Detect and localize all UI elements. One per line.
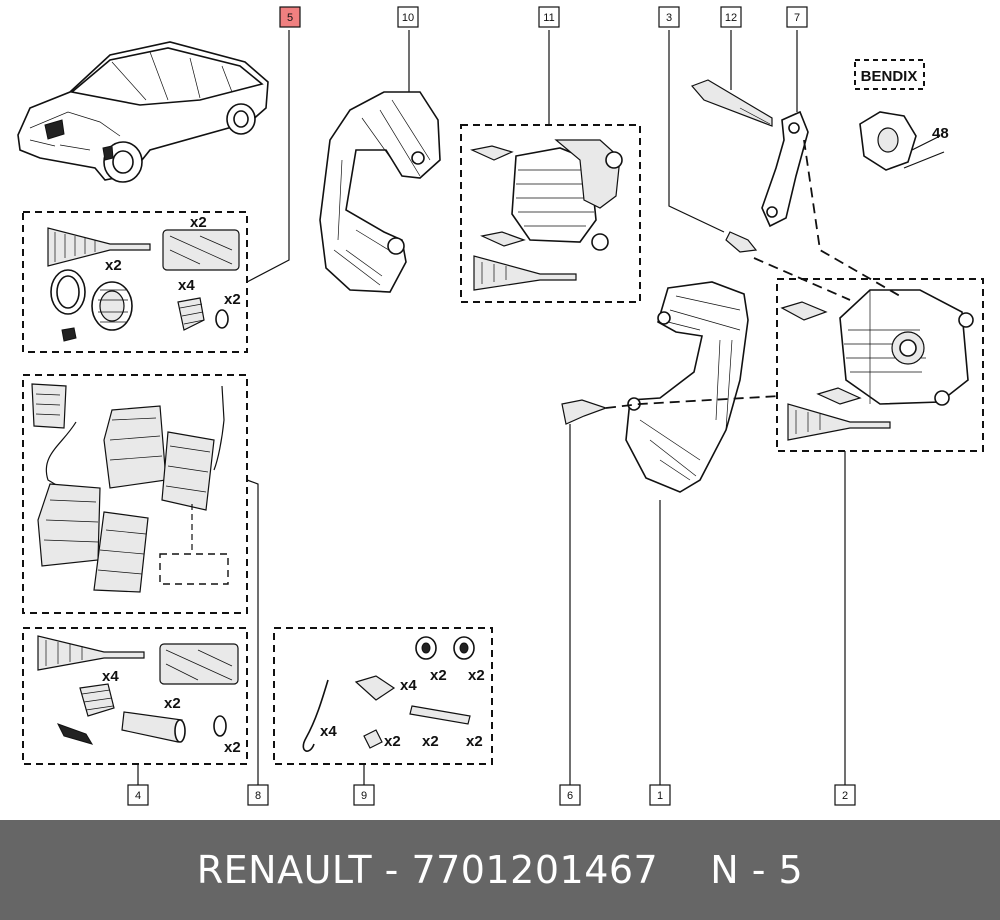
callout-7: 7	[786, 6, 808, 28]
kit-8-parts	[31, 383, 229, 593]
kit-2-parts	[780, 289, 974, 441]
qty-bolt: x4	[400, 677, 417, 694]
wear-sensor-wire-icon	[45, 421, 77, 487]
qty-nut: x2	[384, 733, 401, 750]
qty-boot: x4	[178, 277, 195, 294]
qty-grease-sachet: x2	[190, 214, 207, 231]
carrier-bracket-illustration	[625, 281, 749, 493]
callout-12: 12	[720, 6, 742, 28]
qty-spring: x4	[320, 723, 337, 740]
kit-2-box	[776, 278, 984, 452]
qty-seal: x2	[105, 257, 122, 274]
car-illustration	[17, 41, 269, 183]
placeholder-box	[159, 553, 229, 585]
qty-ring-2: x2	[224, 739, 241, 756]
caliper-bolt-icon-4	[816, 387, 862, 405]
grease-tube-icon-2	[37, 635, 145, 671]
assembly-lines	[605, 139, 901, 409]
kit-11-box	[460, 124, 641, 303]
kit-9-box	[273, 627, 493, 765]
parts-diagram: x2 x2 x4 x2 x	[17, 6, 984, 806]
o-ring-icon	[215, 309, 229, 329]
caliper-bolt-icon-3	[780, 301, 828, 321]
callout-11: 11	[538, 6, 560, 28]
svg-text:4: 4	[135, 790, 141, 802]
instruction-sheet-icon	[31, 383, 67, 429]
leader-lines	[137, 30, 846, 785]
svg-text:6: 6	[567, 790, 573, 802]
part-number: 7701201467	[411, 848, 659, 892]
svg-text:1: 1	[657, 790, 663, 802]
svg-text:7: 7	[794, 12, 800, 24]
o-ring-icon-2	[213, 715, 227, 737]
qty-boot-2: x4	[102, 668, 119, 685]
qty-pin: x2	[466, 733, 483, 750]
kit-8-box	[22, 374, 248, 614]
grease-sachet-icon-2	[159, 643, 239, 685]
kit-4-box	[22, 627, 248, 765]
bracket-bolt-icon	[561, 399, 608, 425]
brand-name: RENAULT	[196, 848, 373, 892]
grease-tube-icon	[47, 227, 151, 267]
svg-text:3: 3	[666, 12, 672, 24]
bleed-cap-icon	[61, 327, 77, 342]
callout-4: 4	[127, 784, 149, 806]
bendix-label: BENDIX	[861, 68, 918, 85]
qty-ring: x2	[224, 291, 241, 308]
caliper-bracket-illustration	[319, 91, 441, 293]
brake-pad-icon-2	[37, 483, 101, 567]
svg-text:5: 5	[287, 12, 293, 24]
svg-text:9: 9	[361, 790, 367, 802]
guide-bolt-icon	[354, 675, 396, 701]
callout-1: 1	[649, 784, 671, 806]
bleed-screw-icon	[725, 231, 758, 253]
brake-pad-with-sensor-icon	[161, 431, 215, 511]
caliper-body-icon	[511, 147, 597, 243]
retaining-clip-icon	[409, 705, 471, 725]
brake-pad-icon	[103, 405, 167, 489]
svg-text:12: 12	[725, 12, 737, 24]
nut-icon	[363, 729, 383, 749]
callout-2: 2	[834, 784, 856, 806]
part-info-footer: RENAULT - 7701201467 N - 5	[0, 820, 1000, 920]
grease-tube-icon-3	[473, 255, 577, 291]
grease-tube-icon-4	[787, 403, 891, 441]
svg-text:2: 2	[842, 790, 848, 802]
callout-3: 3	[658, 6, 680, 28]
kit-11-parts	[470, 139, 623, 291]
dimension-label: 48	[932, 125, 949, 142]
long-bolt-icon	[690, 79, 773, 127]
guide-sleeve-icon	[121, 711, 183, 743]
qty-washer-b: x2	[468, 667, 485, 684]
svg-text:10: 10	[402, 12, 414, 24]
callout-9: 9	[353, 784, 375, 806]
callout-6: 6	[559, 784, 581, 806]
bendix-label-box	[854, 59, 925, 90]
qty-washer-a: x2	[430, 667, 447, 684]
svg-text:11: 11	[543, 12, 554, 24]
position-code: N - 5	[710, 848, 804, 892]
kit-9-parts: x4 x4 x2 x2 x2 x2 x2	[302, 636, 485, 752]
kit-4-parts: x4 x2 x2	[37, 635, 241, 756]
hose-bracket-icon	[761, 110, 809, 228]
callout-8: 8	[247, 784, 269, 806]
svg-text:8: 8	[255, 790, 261, 802]
callout-5: 5	[279, 6, 301, 28]
anti-rattle-spring-icon	[302, 679, 329, 752]
qty-sleeve: x2	[164, 695, 181, 712]
kit-5-parts: x2 x2 x4 x2	[47, 214, 241, 342]
caliper-bolt-icon-2	[480, 231, 526, 247]
brand-separator: -	[372, 848, 412, 892]
qty-clip: x2	[422, 733, 439, 750]
bleed-valve-icon	[56, 723, 94, 745]
caliper-bolt-icon	[470, 145, 514, 161]
callout-10: 10	[397, 6, 419, 28]
